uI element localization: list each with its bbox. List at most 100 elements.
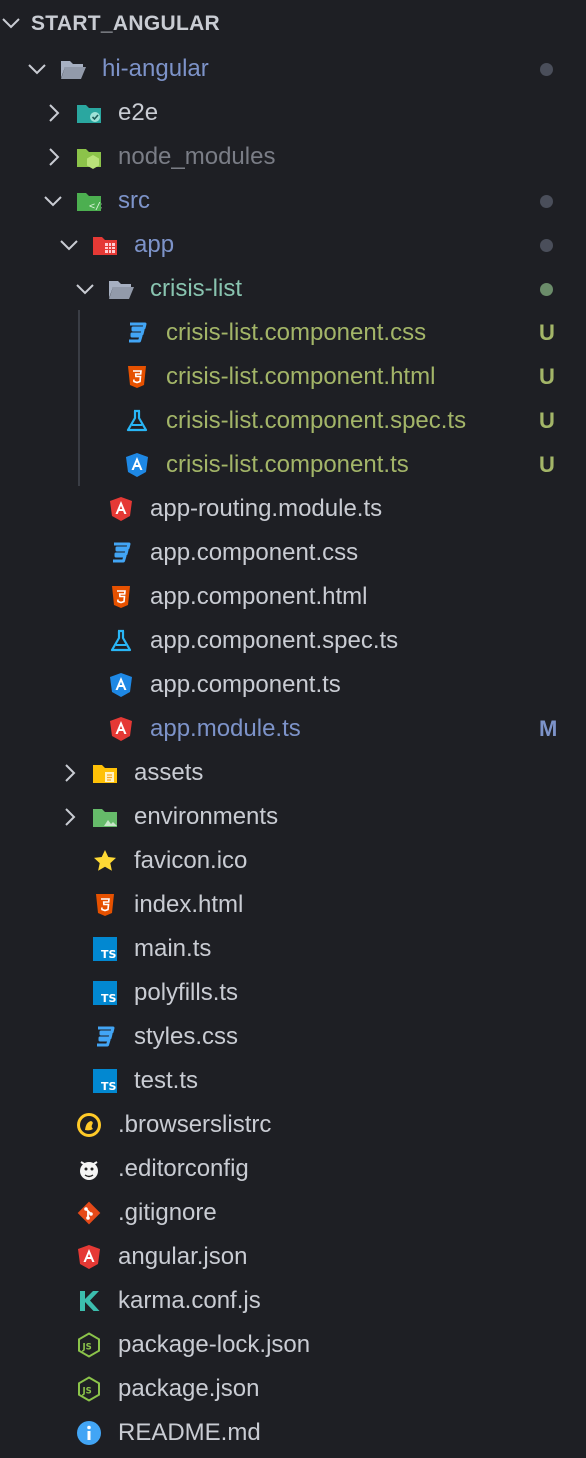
tree-item-label: app.component.html (150, 583, 368, 610)
chevron-down-icon[interactable] (42, 190, 64, 212)
git-icon (76, 1200, 102, 1226)
chevron-right-icon[interactable] (42, 102, 64, 124)
chevron-right-icon[interactable] (42, 146, 64, 168)
tree-file-row[interactable]: app.module.ts M (0, 707, 586, 751)
chevron-down-icon[interactable] (0, 12, 22, 34)
tree-item-label: app.component.spec.ts (150, 627, 399, 654)
git-status-badge: M (539, 716, 558, 741)
star-icon (92, 848, 118, 874)
tree-file-row[interactable]: crisis-list.component.html U (0, 355, 586, 399)
tree-item-label: app (134, 231, 175, 258)
typescript-icon: TS (92, 1068, 118, 1094)
tree-file-row[interactable]: JS package-lock.json (0, 1323, 586, 1367)
test-flask-icon (108, 628, 134, 654)
folder-open-icon (108, 276, 134, 302)
git-decoration-dot (540, 239, 553, 252)
tree-item-label: index.html (134, 891, 244, 918)
folder-e2e-icon (76, 100, 102, 126)
tree-file-row[interactable]: TS main.ts (0, 927, 586, 971)
tree-folder-row[interactable]: node_modules (0, 135, 586, 179)
tree-item-label: main.ts (134, 935, 212, 962)
html-icon (108, 584, 134, 610)
info-icon (76, 1420, 102, 1446)
folder-src-icon: </> (76, 188, 107, 214)
folder-app-icon (92, 232, 118, 258)
tree-folder-row[interactable]: crisis-list (0, 267, 586, 311)
html-icon (92, 892, 118, 918)
tree-item-label: favicon.ico (134, 847, 248, 874)
tree-file-row[interactable]: karma.conf.js (0, 1279, 586, 1323)
tree-file-row[interactable]: styles.css (0, 1015, 586, 1059)
tree-folder-row[interactable]: assets (0, 751, 586, 795)
tree-item-label: crisis-list (150, 275, 242, 302)
tree-item-label: .editorconfig (118, 1155, 249, 1182)
chevron-down-icon[interactable] (58, 234, 80, 256)
tree-item-label: crisis-list.component.html (166, 363, 436, 390)
tree-file-row[interactable]: index.html (0, 883, 586, 927)
editorconfig-icon (76, 1156, 102, 1182)
git-status-badge: U (539, 364, 555, 389)
tree-file-row[interactable]: app.component.spec.ts (0, 619, 586, 663)
tree-item-label: assets (134, 759, 204, 786)
tree-item-label: test.ts (134, 1067, 199, 1094)
tree-file-row[interactable]: app.component.ts (0, 663, 586, 707)
chevron-right-icon[interactable] (58, 762, 80, 784)
tree-file-row[interactable]: favicon.ico (0, 839, 586, 883)
tree-file-row[interactable]: app.component.css (0, 531, 586, 575)
explorer-section-header[interactable]: START_ANGULAR (0, 0, 586, 44)
svg-text:TS: TS (101, 1080, 117, 1093)
html-icon (124, 364, 150, 390)
browserslist-icon (76, 1112, 102, 1138)
angular-component-icon (108, 672, 134, 698)
tree-item-label: app.component.ts (150, 671, 341, 698)
tree-folder-row[interactable]: e2e (0, 91, 586, 135)
tree-file-row[interactable]: app-routing.module.ts (0, 487, 586, 531)
svg-text:</>: </> (89, 201, 102, 212)
tree-file-row[interactable]: TS test.ts (0, 1059, 586, 1103)
tree-file-row[interactable]: angular.json (0, 1235, 586, 1279)
tree-item-label: .gitignore (118, 1199, 217, 1226)
folder-assets-icon (92, 760, 118, 786)
chevron-right-icon[interactable] (58, 806, 80, 828)
css-icon (108, 540, 134, 566)
typescript-icon: TS (92, 936, 118, 962)
git-decoration-dot (540, 195, 553, 208)
tree-item-label: angular.json (118, 1243, 248, 1270)
tree-item-label: styles.css (134, 1023, 239, 1050)
tree-file-row[interactable]: .editorconfig (0, 1147, 586, 1191)
tree-folder-row[interactable]: </> src (0, 179, 586, 223)
tree-item-label: hi-angular (102, 55, 209, 82)
tree-folder-row[interactable]: hi-angular (0, 47, 586, 91)
chevron-down-icon[interactable] (26, 58, 48, 80)
tree-item-label: app.module.ts (150, 715, 301, 742)
tree-item-label: README.md (118, 1419, 261, 1446)
tree-file-row[interactable]: README.md (0, 1411, 586, 1455)
tree-item-label: karma.conf.js (118, 1287, 261, 1314)
tree-item-label: polyfills.ts (134, 979, 239, 1006)
git-decoration-dot (540, 63, 553, 76)
git-decoration-dot (540, 283, 553, 296)
tree-item-label: package.json (118, 1375, 260, 1402)
tree-item-label: environments (134, 803, 279, 830)
tree-item-label: src (118, 187, 150, 214)
tree-item-label: app.component.css (150, 539, 359, 566)
tree-item-label: app-routing.module.ts (150, 495, 383, 522)
chevron-down-icon[interactable] (74, 278, 96, 300)
tree-folder-row[interactable]: environments (0, 795, 586, 839)
svg-text:JS: JS (82, 1343, 92, 1353)
git-status-badge: U (539, 408, 555, 433)
tree-folder-row[interactable]: app (0, 223, 586, 267)
angular-module-icon (108, 496, 134, 522)
tree-file-row[interactable]: app.component.html (0, 575, 586, 619)
css-icon (92, 1024, 118, 1050)
folder-environments-icon (92, 804, 118, 830)
folder-node-icon (76, 144, 102, 170)
tree-item-label: package-lock.json (118, 1331, 311, 1358)
tree-file-row[interactable]: .browserslistrc (0, 1103, 586, 1147)
tree-file-row[interactable]: .gitignore (0, 1191, 586, 1235)
